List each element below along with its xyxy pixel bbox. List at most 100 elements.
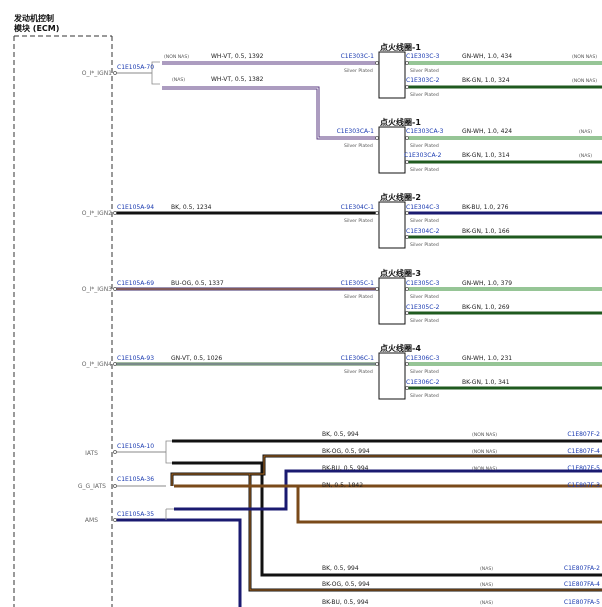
silver-4-o2: Silver Plated [410,393,439,399]
coil-2-in: C1E304C-1 [341,204,375,211]
pin-g-iats: G_G_IATS [78,483,106,490]
silver-3-in: Silver Plated [344,294,373,300]
wire-label-269: BK-GN, 1.0, 269 [462,304,510,311]
pin-ams: AMS [85,517,98,524]
wire-label-434: GN-WH, 1.0, 434 [462,53,512,60]
conn-c1e807f-2[interactable]: C1E807F-2 [567,431,600,438]
conn-c1e105a-94[interactable]: C1E105A-94 [117,204,154,211]
silver-4-in: Silver Plated [344,369,373,375]
conn-c1e807fa-4[interactable]: C1E807FA-4 [564,581,600,588]
note-non-nas-1: (NON NAS) [164,54,189,60]
note-non-nas-b2: (NON NAS) [472,449,497,455]
ecm-module [13,35,113,607]
wire-label-b3: BK-BU, 0.5, 994 [322,465,369,472]
conn-c1e807fa-5[interactable]: C1E807FA-5 [564,599,600,606]
pin-o-ign1: O_I*_IGN1 [82,70,112,77]
silver-1b-in: Silver Plated [344,143,373,149]
silver-1a-o1: Silver Plated [410,68,439,74]
wire-label-1382: WH-VT, 0.5, 1382 [211,76,264,83]
ecm-title-line1: 发动机控制 [13,13,54,23]
wire-label-276: BK-BU, 1.0, 276 [462,204,509,211]
conn-c1e105a-70[interactable]: C1E105A-70 [117,64,154,71]
conn-c1e105a-69[interactable]: C1E105A-69 [117,280,154,287]
wire-label-b4: BN, 0.5, 1842 [322,482,363,489]
coil-1a-in: C1E303C-1 [341,53,375,60]
coil-1a-out1: C1E303C-3 [406,53,440,60]
note-nas-b6: (NAS) [480,582,493,588]
conn-c1e807fa-2[interactable]: C1E807FA-2 [564,565,600,572]
silver-4-o1: Silver Plated [410,369,439,375]
conn-c1e807f-4[interactable]: C1E807F-4 [567,448,600,455]
coil-2-out1: C1E304C-3 [406,204,440,211]
silver-2-o2: Silver Plated [410,242,439,248]
coil-3-box[interactable] [378,277,406,325]
coil-3-out1: C1E305C-3 [406,280,440,287]
conn-c1e105a-93[interactable]: C1E105A-93 [117,355,154,362]
coil-1a-title: 点火线圈-1 [380,42,421,52]
conn-c1e105a-36[interactable]: C1E105A-36 [117,476,154,483]
terminal-dots [113,61,409,522]
pin-iats: IATS [85,450,98,457]
coil-1b-in: C1E303CA-1 [337,128,375,135]
silver-1b-o1: Silver Plated [410,143,439,149]
coil-1b-out2: C1E303CA-2 [404,152,442,159]
wire-label-1337: BU-OG, 0.5, 1337 [171,280,224,287]
silver-1b-o2: Silver Plated [410,167,439,173]
coil-4-out2: C1E306C-2 [406,379,440,386]
coil-4-out1: C1E306C-3 [406,355,440,362]
wire-label-314: BK-GN, 1.0, 314 [462,152,510,159]
wire-label-1234: BK, 0.5, 1234 [171,204,212,211]
wire-ign1 [115,61,378,140]
coil-3-out2: C1E305C-2 [406,304,440,311]
silver-2-o1: Silver Plated [410,218,439,224]
wire-label-341: BK-GN, 1.0, 341 [462,379,510,386]
conn-c1e807f-5[interactable]: C1E807F-5 [567,465,600,472]
note-nas-1r: (NAS) [579,129,592,135]
coil-1b-box[interactable] [378,126,406,174]
silver-3-o1: Silver Plated [410,294,439,300]
coil-1b-title: 点火线圈-1 [380,117,421,127]
note-nas-1r2: (NAS) [579,153,592,159]
wire-label-166: BK-GN, 1.0, 166 [462,228,510,235]
coil-4-title: 点火线圈-4 [380,343,421,353]
wire-label-1026: GN-VT, 0.5, 1026 [171,355,222,362]
silver-1a-in: Silver Plated [344,68,373,74]
ecm-title-line2: 模块 (ECM) [14,23,59,33]
coil-1b-out1: C1E303CA-3 [406,128,444,135]
pin-o-ign3: O_I*_IGN3 [82,286,112,293]
wire-label-324: BK-GN, 1.0, 324 [462,77,510,84]
note-nas-1: (NAS) [172,77,185,83]
conn-c1e105a-35[interactable]: C1E105A-35 [117,511,154,518]
wire-label-231: GN-WH, 1.0, 231 [462,355,512,362]
note-non-nas-1r: (NON NAS) [572,54,597,60]
note-non-nas-1r2: (NON NAS) [572,78,597,84]
wire-label-424: GN-WH, 1.0, 424 [462,128,512,135]
coil-3-in: C1E305C-1 [341,280,375,287]
coil-2-box[interactable] [378,201,406,249]
coil-1a-out2: C1E303C-2 [406,77,440,84]
wire-label-b1: BK, 0.5, 994 [322,431,359,438]
note-nas-b5: (NAS) [480,566,493,572]
pin-o-ign4: O_I*_IGN4 [82,361,112,368]
note-nas-b7: (NAS) [480,600,493,606]
wire-label-b6: BK-OG, 0.5, 994 [322,581,370,588]
wire-label-379: GN-WH, 1.0, 379 [462,280,512,287]
coil-4-box[interactable] [378,352,406,400]
wire-label-b7: BK-BU, 0.5, 994 [322,599,369,606]
coil-2-out2: C1E304C-2 [406,228,440,235]
note-non-nas-b1: (NON NAS) [472,432,497,438]
pin-o-ign2: O_I*_IGN2 [82,210,112,217]
wire-label-b2: BK-OG, 0.5, 994 [322,448,370,455]
wire-label-1392: WH-VT, 0.5, 1392 [211,53,264,60]
coil-4-in: C1E306C-1 [341,355,375,362]
coil-3-title: 点火线圈-3 [380,268,421,278]
sensor-wires [115,439,602,607]
note-non-nas-b3: (NON NAS) [472,466,497,472]
silver-2-in: Silver Plated [344,218,373,224]
silver-3-o2: Silver Plated [410,318,439,324]
conn-c1e105a-10[interactable]: C1E105A-10 [117,443,154,450]
silver-1a-o2: Silver Plated [410,92,439,98]
coil-1a-box[interactable] [378,51,406,99]
conn-c1e807f-3[interactable]: C1E807F-3 [567,482,600,489]
